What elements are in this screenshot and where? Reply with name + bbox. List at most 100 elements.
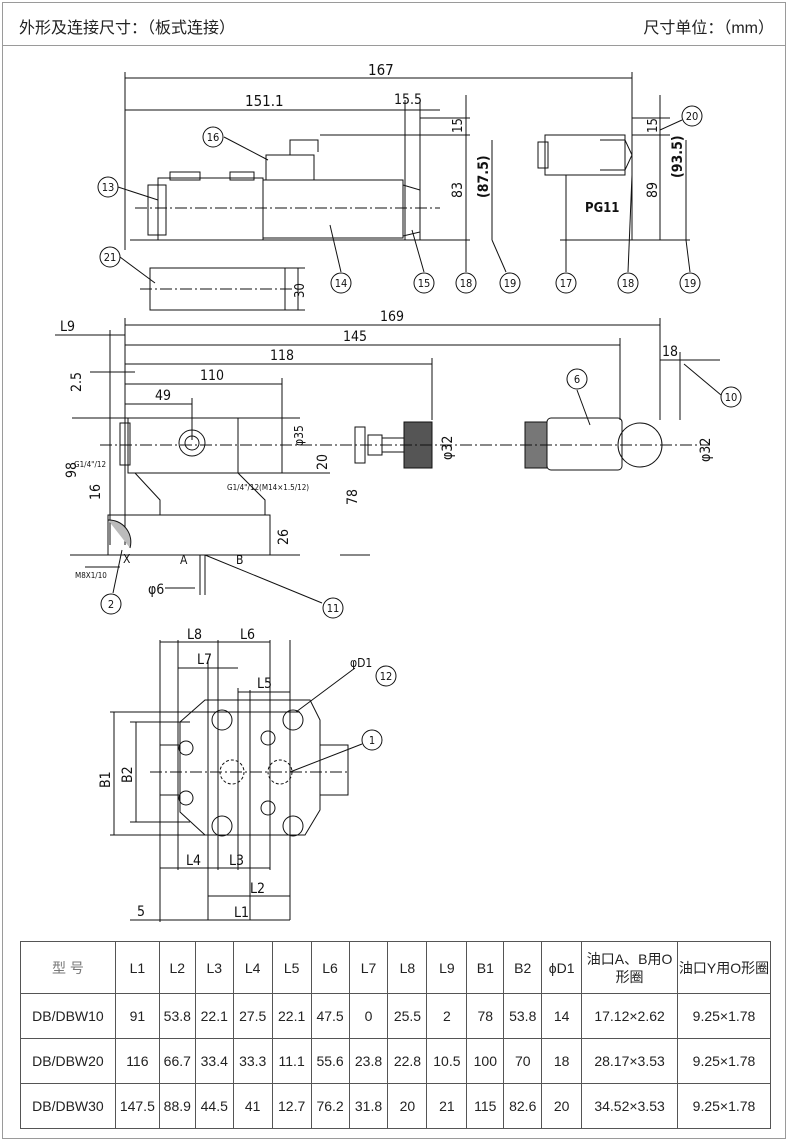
cell: 9.25×1.78 bbox=[677, 993, 771, 1039]
balloon-13: 13 bbox=[102, 181, 115, 194]
cell: 88.9 bbox=[158, 1083, 196, 1129]
top-view: 167 151.1 15.5 15 83 (87.5) 15 89 (93.5)… bbox=[97, 61, 703, 311]
dim-phid1: φD1 bbox=[350, 656, 372, 670]
cell: 82.6 bbox=[503, 1083, 543, 1129]
cell: 21 bbox=[426, 1083, 468, 1129]
cell: 0 bbox=[348, 993, 389, 1039]
dim-87-5: (87.5) bbox=[476, 155, 492, 198]
dim-98: 98 bbox=[64, 462, 80, 478]
dim-49: 49 bbox=[155, 388, 171, 404]
dim-b1: B1 bbox=[98, 771, 114, 788]
dim-167: 167 bbox=[368, 61, 394, 79]
cell: 20 bbox=[387, 1083, 428, 1129]
cell: 55.6 bbox=[310, 1038, 350, 1084]
balloon-18b: 18 bbox=[622, 277, 635, 290]
balloon-16: 16 bbox=[207, 131, 220, 144]
dim-l4: L4 bbox=[186, 853, 201, 869]
col-l2: L2 bbox=[158, 941, 196, 994]
balloon-11: 11 bbox=[327, 602, 340, 615]
balloon-10: 10 bbox=[725, 391, 738, 404]
solenoid bbox=[262, 179, 404, 239]
dim-15-5: 15.5 bbox=[394, 92, 422, 108]
cell: 20 bbox=[541, 1083, 583, 1129]
cell: 25.5 bbox=[387, 993, 428, 1039]
cell: 18 bbox=[541, 1038, 583, 1084]
cell: 44.5 bbox=[194, 1083, 234, 1129]
valve-body bbox=[157, 177, 264, 241]
col-l3: L3 bbox=[194, 941, 234, 994]
cell: 76.2 bbox=[310, 1083, 350, 1129]
col-l1: L1 bbox=[114, 941, 160, 994]
dim-phi35: φ35 bbox=[292, 425, 306, 446]
balloon-21: 21 bbox=[104, 251, 117, 264]
cell: 27.5 bbox=[232, 993, 273, 1039]
connector-plug bbox=[265, 154, 315, 181]
dim-169: 169 bbox=[380, 309, 404, 325]
label-m8: M8X1/10 bbox=[75, 571, 107, 580]
end-cap bbox=[147, 184, 167, 236]
dim-93-5: (93.5) bbox=[670, 135, 686, 178]
header-unit: 尺寸单位：（mm） bbox=[643, 20, 774, 37]
col-model: 型 号 bbox=[20, 941, 116, 994]
dim-l1: L1 bbox=[234, 905, 249, 921]
cell: 31.8 bbox=[348, 1083, 389, 1129]
dim-16: 16 bbox=[88, 484, 104, 500]
balloon-17: 17 bbox=[560, 277, 573, 290]
side-view: L9 169 145 118 110 49 2.5 φ35 20 78 φ32 … bbox=[55, 309, 742, 619]
table-header-row: 型 号 L1 L2 L3 L4 L5 L6 L7 L8 L9 B1 B2 ϕD1… bbox=[20, 941, 771, 994]
cell: 91 bbox=[114, 993, 160, 1039]
balloon-6: 6 bbox=[574, 373, 580, 386]
col-b2: B2 bbox=[503, 941, 543, 994]
cell: 17.12×2.62 bbox=[581, 993, 678, 1039]
cell: 78 bbox=[466, 993, 505, 1039]
cell-model: DB/DBW30 bbox=[20, 1083, 116, 1129]
header-title: 外形及连接尺寸：（板式连接） bbox=[19, 20, 236, 37]
cell: 66.7 bbox=[158, 1038, 196, 1084]
cell: 47.5 bbox=[310, 993, 350, 1039]
dim-151-1: 151.1 bbox=[245, 92, 284, 110]
dim-78: 78 bbox=[345, 489, 361, 505]
cell: 41 bbox=[232, 1083, 273, 1129]
dim-2-5: 2.5 bbox=[69, 372, 85, 392]
balloon-19b: 19 bbox=[684, 277, 697, 290]
cell: 14 bbox=[541, 993, 583, 1039]
dim-phi32-b: φ32 bbox=[698, 438, 714, 462]
port-a: A bbox=[180, 553, 188, 567]
cell: 115 bbox=[466, 1083, 505, 1129]
dim-5: 5 bbox=[137, 904, 145, 920]
cell: 22.1 bbox=[194, 993, 234, 1039]
dim-phi32-a: φ32 bbox=[440, 436, 456, 460]
dim-l8: L8 bbox=[187, 627, 202, 643]
col-l6: L6 bbox=[310, 941, 350, 994]
dim-phi6: φ6 bbox=[148, 582, 164, 598]
dim-l9: L9 bbox=[60, 319, 75, 335]
dim-145: 145 bbox=[343, 329, 367, 345]
dim-l6: L6 bbox=[240, 627, 255, 643]
label-g14-port: G1/4"/12 bbox=[74, 460, 106, 469]
cell: 70 bbox=[503, 1038, 543, 1084]
balloon-14: 14 bbox=[335, 277, 348, 290]
dim-18: 18 bbox=[662, 344, 678, 360]
cell: 33.3 bbox=[232, 1038, 273, 1084]
cell: 12.7 bbox=[271, 1083, 312, 1129]
dim-15-right: 15 bbox=[646, 118, 661, 133]
cell: 34.52×3.53 bbox=[581, 1083, 678, 1129]
dim-110: 110 bbox=[200, 368, 224, 384]
balloon-19: 19 bbox=[504, 277, 517, 290]
balloon-18: 18 bbox=[460, 277, 473, 290]
connector-side-view bbox=[544, 134, 626, 176]
cell-model: DB/DBW10 bbox=[20, 993, 116, 1039]
dimension-table: 型 号 L1 L2 L3 L4 L5 L6 L7 L8 L9 B1 B2 ϕD1… bbox=[20, 941, 771, 1129]
cell: 28.17×3.53 bbox=[581, 1038, 678, 1084]
technical-drawing: 167 151.1 15.5 15 83 (87.5) 15 89 (93.5)… bbox=[55, 61, 742, 922]
dim-118: 118 bbox=[270, 348, 294, 364]
balloon-2: 2 bbox=[108, 598, 114, 611]
cell: 53.8 bbox=[158, 993, 196, 1039]
balloon-12: 12 bbox=[380, 670, 393, 683]
col-phid1: ϕD1 bbox=[541, 941, 583, 994]
col-l7: L7 bbox=[348, 941, 389, 994]
